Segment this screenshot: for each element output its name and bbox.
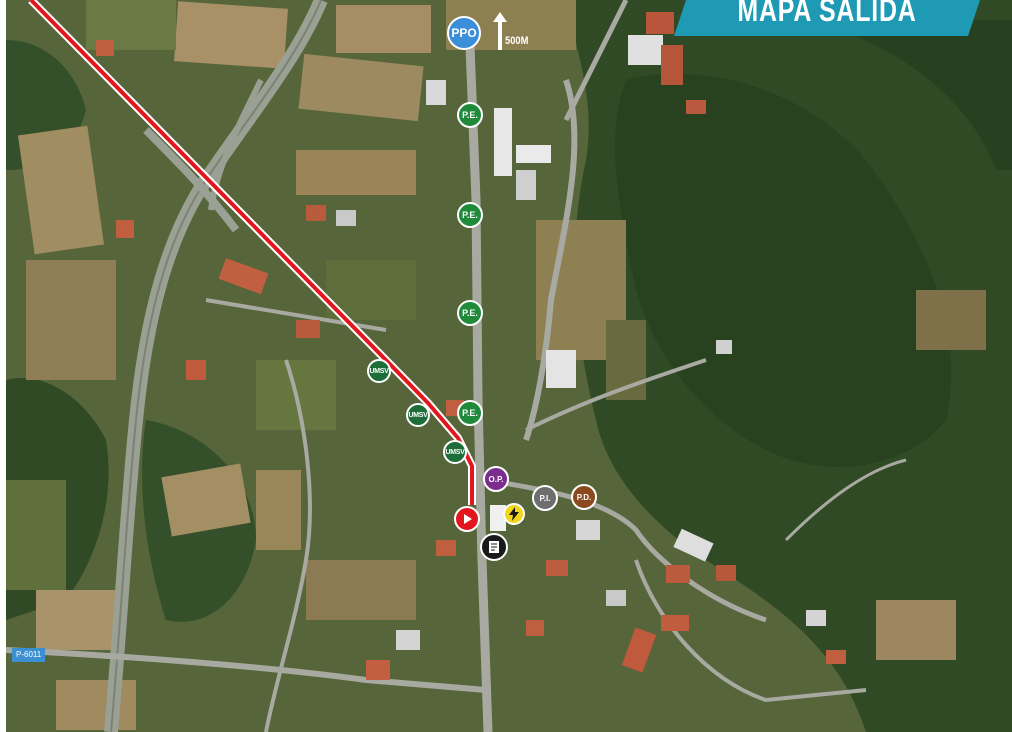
start-marker[interactable] (454, 506, 480, 532)
pe-label: P.E. (462, 308, 478, 318)
map-title-banner: MAPA SALIDA (674, 0, 980, 36)
pe-label: P.E. (462, 110, 478, 120)
op-label: O.P. (488, 474, 504, 484)
play-icon (464, 514, 472, 524)
arrow-up-icon (493, 12, 507, 50)
pi-label: P.I. (539, 493, 551, 503)
pd-label: P.D. (576, 492, 592, 502)
distance-label: 500M (505, 35, 529, 47)
map-canvas[interactable]: MAPA SALIDA 500M P-6011 PPO P.E. P.E. P.… (6, 0, 1012, 732)
pe-label: P.E. (462, 408, 478, 418)
pi-marker[interactable]: P.I. (532, 485, 558, 511)
ppo-marker[interactable]: PPO (447, 16, 481, 50)
umsv-label: UMSV (369, 367, 389, 375)
energy-marker[interactable] (503, 503, 525, 525)
umsv-label: UMSV (408, 411, 428, 419)
pe-marker-1[interactable]: P.E. (457, 102, 483, 128)
document-marker[interactable] (480, 533, 508, 561)
map-title: MAPA SALIDA (737, 0, 917, 28)
pe-marker-2[interactable]: P.E. (457, 202, 483, 228)
umsv-marker-3[interactable]: UMSV (443, 440, 467, 464)
umsv-marker-1[interactable]: UMSV (367, 359, 391, 383)
pe-marker-4[interactable]: P.E. (457, 400, 483, 426)
lightning-icon (509, 507, 519, 521)
road-sign-label: P-6011 (12, 648, 46, 662)
umsv-marker-2[interactable]: UMSV (406, 403, 430, 427)
umsv-label: UMSV (445, 448, 465, 456)
ppo-label: PPO (451, 26, 477, 40)
pe-marker-3[interactable]: P.E. (457, 300, 483, 326)
pe-label: P.E. (462, 210, 478, 220)
op-marker[interactable]: O.P. (483, 466, 509, 492)
document-icon (489, 541, 499, 553)
satellite-base (6, 0, 1012, 732)
pd-marker[interactable]: P.D. (571, 484, 597, 510)
